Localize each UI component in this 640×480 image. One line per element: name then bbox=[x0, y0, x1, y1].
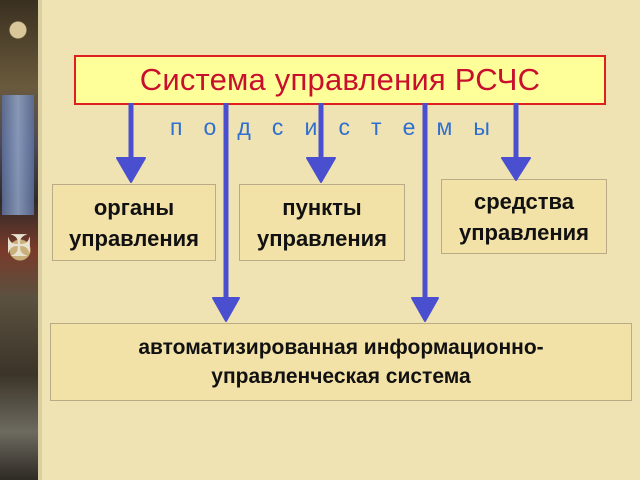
arrow-to-punkty bbox=[306, 103, 336, 183]
subtitle-letter: т bbox=[371, 114, 382, 140]
side-divider bbox=[38, 0, 42, 480]
box-label-line: управления bbox=[68, 225, 199, 251]
box-label-line: органы bbox=[93, 194, 175, 220]
subtitle-letter: е bbox=[402, 114, 416, 140]
arrow-to-aius-left bbox=[212, 103, 240, 322]
box-label-line: пункты bbox=[282, 194, 362, 220]
ribbon-decoration bbox=[2, 95, 34, 215]
arrow-to-sredstva bbox=[501, 103, 531, 181]
subtitle-letter: с bbox=[338, 114, 350, 140]
box-label-line: управленческая система bbox=[211, 365, 471, 388]
diagram-title: Система управления РСЧС bbox=[139, 62, 541, 97]
box-label-line: управления bbox=[458, 219, 589, 245]
box-aius: автоматизированная информационно- управл… bbox=[50, 323, 632, 401]
title-box: Система управления РСЧС bbox=[74, 55, 606, 105]
box-sredstva-upravleniya: средства управления bbox=[441, 179, 607, 254]
subtitle-letter: м bbox=[436, 114, 453, 140]
box-label-line: средства bbox=[473, 188, 575, 214]
subtitle-letter: и bbox=[304, 114, 318, 140]
subtitle-letter: с bbox=[271, 114, 284, 140]
subtitle-letters: п о д с и с т е м ы bbox=[170, 114, 490, 141]
arrow-to-organy bbox=[116, 103, 146, 183]
box-label-line: управления bbox=[256, 225, 387, 251]
arrow-to-aius-right bbox=[411, 103, 439, 322]
subtitle-letter: д bbox=[237, 114, 251, 140]
subtitle-letter: о bbox=[203, 114, 217, 140]
box-organy-upravleniya: органы управления bbox=[52, 184, 216, 261]
subtitle-letter: п bbox=[170, 114, 183, 140]
subtitle-letter: ы bbox=[473, 114, 490, 140]
decorative-side-image: ✠ bbox=[0, 0, 38, 480]
medal-icon: ✠ bbox=[6, 230, 32, 263]
box-label-line: автоматизированная информационно- bbox=[138, 336, 544, 359]
box-punkty-upravleniya: пункты управления bbox=[239, 184, 405, 261]
